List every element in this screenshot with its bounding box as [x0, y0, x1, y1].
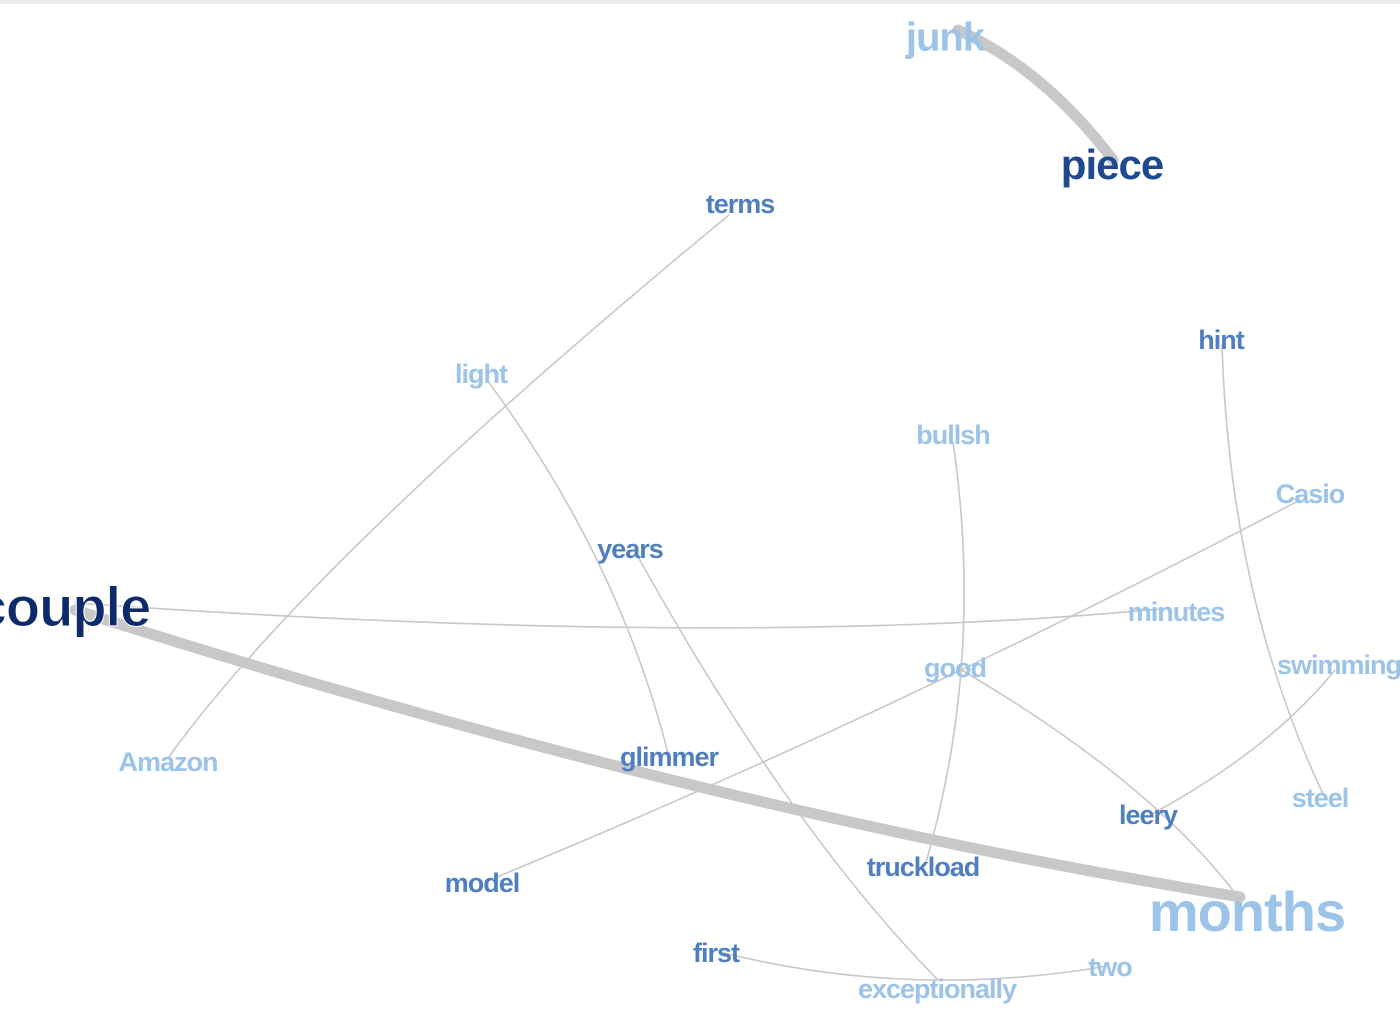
node-hint: hint — [1198, 325, 1244, 355]
edge-casio-model — [486, 499, 1301, 882]
node-casio: Casio — [1276, 479, 1345, 509]
node-amazon: Amazon — [118, 747, 217, 777]
node-good: good — [924, 653, 986, 683]
edge-hint-steel — [1221, 344, 1326, 799]
edge-junk-piece — [952, 24, 1119, 166]
node-swimming: swimming — [1277, 650, 1400, 680]
edge-layer — [69, 24, 1336, 981]
edge-swimming-leery — [1151, 669, 1336, 815]
edge-light-glimmer — [486, 379, 670, 758]
edge-years-exceptionally — [636, 554, 939, 981]
node-steel: steel — [1292, 783, 1349, 813]
top-border — [0, 0, 1400, 4]
node-exceptionally: exceptionally — [858, 974, 1017, 1004]
edge-bullsh-truckload — [924, 441, 965, 867]
node-minutes: minutes — [1128, 597, 1225, 627]
edge-good-months — [957, 667, 1239, 898]
node-terms: terms — [706, 189, 775, 219]
edge-couple-minutes — [74, 602, 1171, 629]
node-piece: piece — [1061, 141, 1163, 188]
node-first: first — [693, 938, 740, 968]
node-couple: couple — [0, 575, 150, 638]
node-junk: junk — [905, 16, 986, 60]
edge-first-two — [719, 951, 1109, 981]
node-glimmer: glimmer — [620, 742, 720, 772]
node-two: two — [1088, 952, 1132, 982]
node-model: model — [445, 868, 520, 898]
edge-couple-months — [69, 604, 1246, 903]
node-years: years — [597, 534, 663, 564]
node-bullsh: bullsh — [916, 420, 990, 450]
node-months: months — [1149, 880, 1345, 943]
node-leery: leery — [1119, 800, 1178, 830]
node-light: light — [455, 359, 508, 389]
edge-terms-amazon — [167, 214, 730, 759]
node-truckload: truckload — [867, 852, 980, 882]
